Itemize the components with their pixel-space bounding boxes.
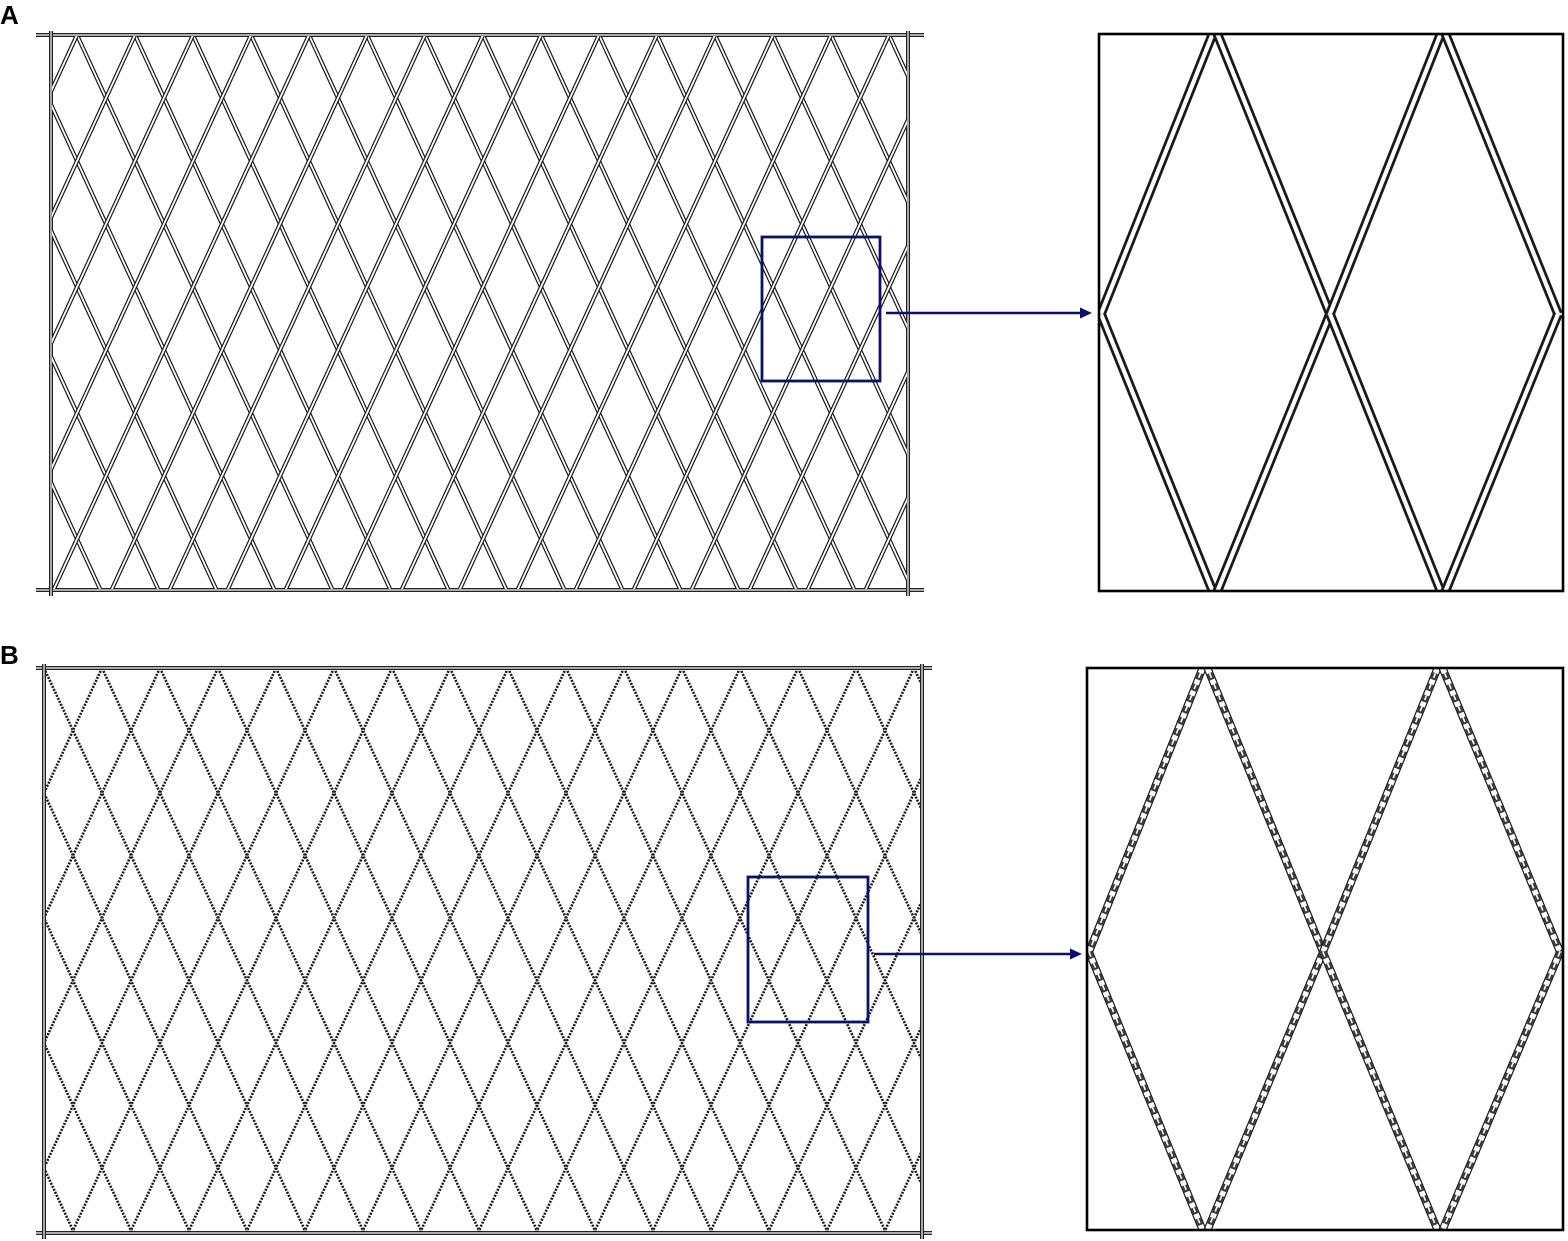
panel-label-b: B — [0, 640, 19, 670]
panel-a-zoom-callout — [760, 235, 1092, 383]
panel-b-magnified-inset — [1085, 666, 1565, 1232]
panel-a-magnified-inset — [1097, 32, 1565, 593]
panel-a-stent-mesh — [36, 31, 924, 596]
panel-b-zoom-callout — [746, 875, 1082, 1024]
panel-label-a: A — [0, 0, 19, 30]
panel-b-stent-mesh — [36, 664, 932, 1239]
